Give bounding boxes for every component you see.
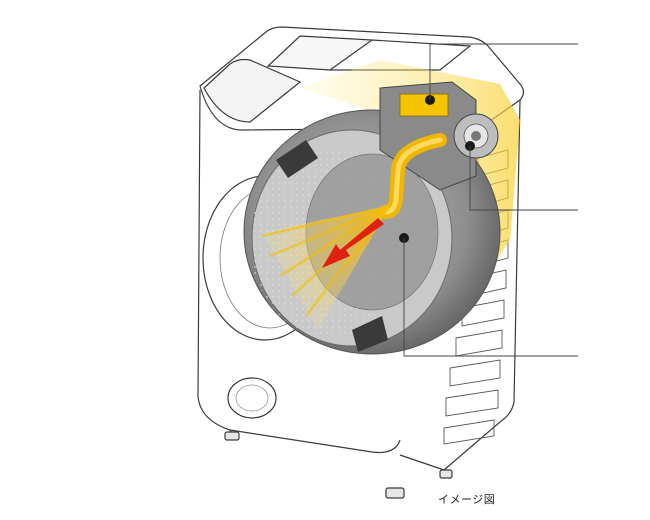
filter-cap <box>227 377 277 419</box>
cabinet-right-side <box>443 99 521 471</box>
filter-cap-inner <box>235 384 269 412</box>
baffle-bottom <box>352 316 388 352</box>
leader-line-2 <box>469 146 578 211</box>
callout-leaders <box>403 43 578 357</box>
image-caption: イメージ図 <box>438 493 496 506</box>
leader-line-1 <box>429 43 578 100</box>
baffle-top <box>276 140 318 178</box>
leader-line-3 <box>403 238 578 357</box>
foot-back <box>439 469 453 479</box>
airflow-arrow <box>322 218 384 268</box>
airflow-rays <box>261 204 391 317</box>
foot-left <box>224 431 240 441</box>
cabinet-bottom <box>229 429 445 471</box>
control-panel <box>203 58 302 123</box>
heat-exchanger <box>399 93 449 117</box>
foot-right <box>385 487 405 499</box>
